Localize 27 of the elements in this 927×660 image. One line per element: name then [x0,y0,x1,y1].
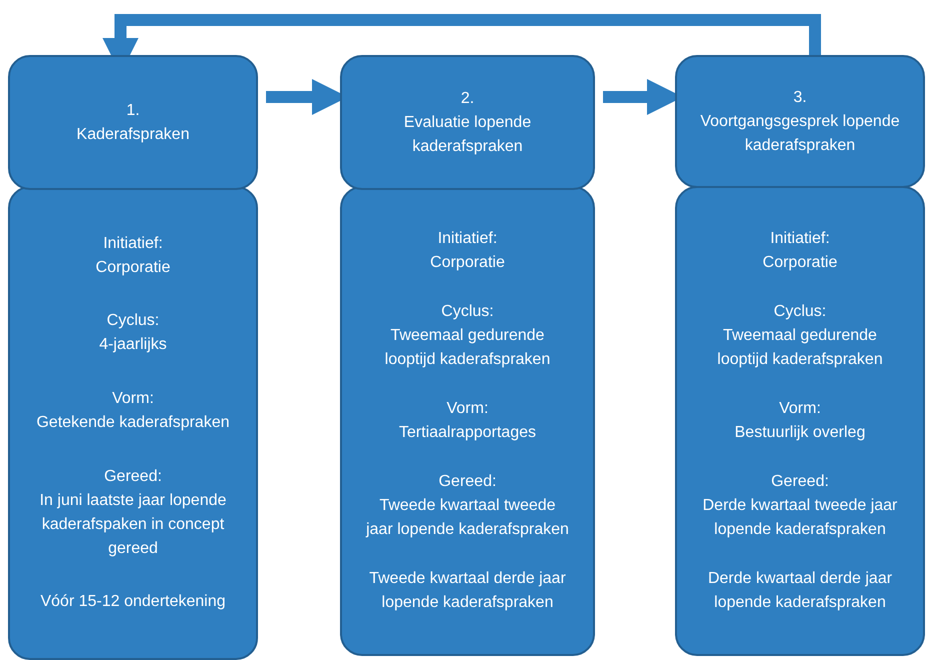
step-number: 3. [793,88,807,108]
step-box [340,55,595,190]
detail-text: Gereed: Derde kwartaal tweede jaar lopende kaderafspraken [702,472,898,540]
detail-text: Cyclus: Tweemaal gedurende looptijd kaderafspraken [384,302,552,370]
detail-text: Initiatief: Corporatie [96,234,170,278]
detail-text: Cyclus: Tweemaal gedurende looptijd kaderafspraken [716,302,884,370]
detail-text: Vorm: Bestuurlijk overleg [734,399,866,443]
detail-text: Vorm: Tertiaalrapportages [399,399,536,443]
step-title: Evaluatie lopende kaderafspraken [402,112,532,156]
detail-text: Initiatief: Corporatie [430,229,505,273]
detail-text: Gereed: In juni laatste jaar lopende kaderafspaken in concept gereed [38,466,228,559]
detail-text: Gereed: Tweede kwartaal tweede jaar lopende kaderafspraken [366,472,569,540]
detail-text: Cyclus: 4-jaarlijks [99,311,167,356]
step-number: 2. [460,88,474,108]
detail-text: Vóór 15-12 ondertekening [40,592,226,612]
step-title: Kaderafspraken [76,124,190,144]
details-box [340,186,595,656]
detail-text: Tweede kwartaal derde jaar lopende kaderafspraken [368,569,567,613]
details-box [8,186,258,660]
step-box [8,55,258,190]
step-number: 1. [126,100,140,120]
detail-text: Initiatief: Corporatie [762,229,838,273]
details-box [675,186,925,656]
step-box [675,55,925,188]
step-title: Voortgangsgesprek lopende kaderafspraken [699,112,901,156]
detail-text: Vorm: Getekende kaderafspraken [36,388,230,433]
detail-text: Derde kwartaal derde jaar lopende kaderafspraken [706,569,894,613]
